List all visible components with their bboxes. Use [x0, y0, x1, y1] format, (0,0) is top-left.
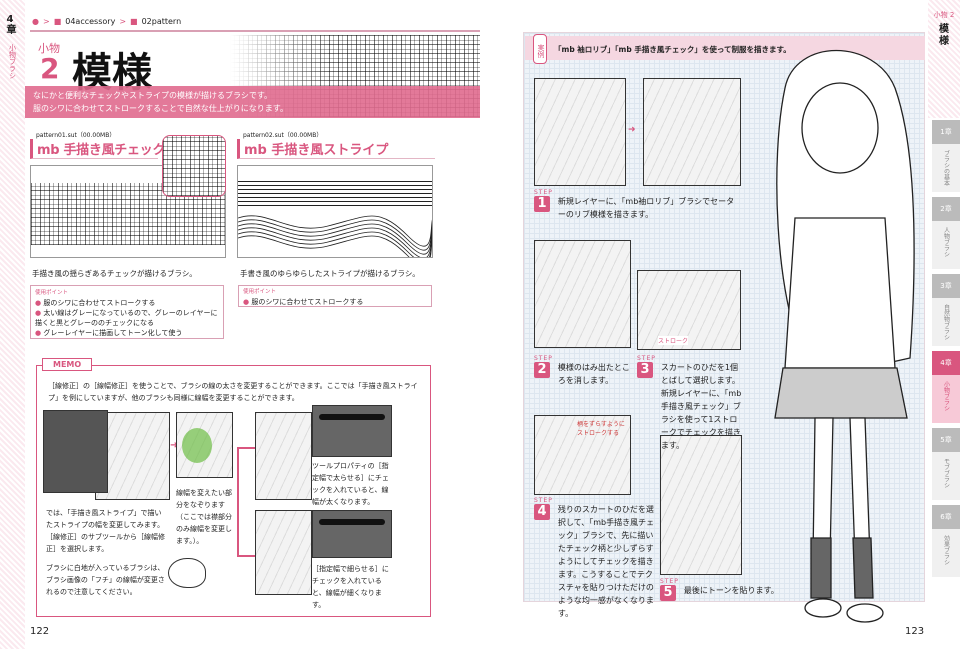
side-tab-label: 効果ブラシ [942, 535, 950, 565]
memo-box [36, 365, 431, 617]
divider [30, 30, 480, 32]
stripe-sample [237, 165, 433, 258]
folder-icon: ■ [130, 17, 138, 26]
memo-caption: ツールプロパティの［指定幅で太らせる］にチェックを入れていると、線幅が太くなりま… [312, 462, 389, 506]
check-zoom-detail [162, 135, 226, 197]
home-icon: ● [32, 17, 39, 26]
side-tab-chapter-5[interactable]: 5章モブブラシ [932, 428, 960, 500]
side-tab-chapter-3[interactable]: 3章自然物ブラシ [932, 274, 960, 346]
memo-caption: ［指定幅で細らせる］にチェックを入れていると、線幅が細くなります。 [312, 565, 389, 609]
rose-illustration [168, 558, 206, 588]
side-tab-number: 3章 [932, 274, 960, 298]
brush-card-stripe: pattern02.sut（00.00MB） mb 手描き風ストライプ [237, 130, 435, 159]
side-tab-label: 自然物ブラシ [942, 304, 950, 340]
memo-caption: 線幅を変えたい部分をなぞります（ここでは襟部分のみ線幅を変更します。）。 [176, 489, 232, 545]
example-title: 「mb 袖ロリブ」「mb 手描き風チェック」を使って制服を描きます。 [554, 45, 791, 54]
usage-title: 使用ポイント [35, 290, 69, 296]
side-tab-number: 5章 [932, 428, 960, 452]
brush-name: mb 手描き風ストライプ [237, 139, 435, 159]
annotation: ストローク [658, 336, 689, 345]
side-tab-chapter-1[interactable]: 1章ブラシの基本 [932, 120, 960, 192]
girl-illustration [774, 49, 915, 623]
section-category: 小物 [38, 42, 60, 55]
side-tab-label: 小物ブラシ [942, 381, 950, 411]
side-tab-chapter-4[interactable]: 4章小物ブラシ [932, 351, 960, 423]
chapter-label: 小物ブラシ [8, 44, 17, 79]
side-title: 模様 [939, 24, 949, 47]
annotation: 柄をずらすようにストロークする [577, 421, 625, 437]
intro-line: 服のシワに合わせてストロークすることで自然な仕上がりになります。 [33, 104, 288, 113]
usage-point: ● グレーレイヤーに描画してトーン化して使う [35, 329, 183, 337]
side-tab-number: 2章 [932, 197, 960, 221]
step5-image [660, 435, 742, 575]
side-tab-chapter-6[interactable]: 6章効果ブラシ [932, 505, 960, 577]
tool-property-panel [312, 405, 392, 457]
intro-band: なにかと便利なチェックやストライプの模様が描けるブラシです。 服のシワに合わせて… [25, 86, 480, 118]
file-name: pattern01.sut（00.00MB） [36, 132, 116, 139]
brush-description: 手書き風のゆらゆらしたストライプが描けるブラシ。 [240, 269, 420, 278]
side-tab-number: 4章 [932, 351, 960, 375]
brush-name: mb 手描き風チェック [30, 139, 165, 159]
brush-card-check: pattern01.sut（00.00MB） mb 手描き風チェック [30, 130, 165, 159]
memo-label: MEMO [42, 358, 93, 371]
step4-image: 柄をずらすようにストロークする [534, 415, 631, 495]
file-name: pattern02.sut（00.00MB） [243, 132, 323, 139]
arrow-icon: ➜ [170, 440, 179, 451]
usage-box: 使用ポイント ● 服のシワに合わせてストロークする ● 太い線はグレーになってい… [30, 285, 224, 339]
bracket-arrow [237, 447, 255, 557]
breadcrumb-folder: 04accessory [65, 17, 116, 26]
usage-point: ● 服のシワに合わせてストロークする [243, 298, 364, 306]
side-tab-number: 6章 [932, 505, 960, 529]
side-tab-chapter-2[interactable]: 2章人物ブラシ [932, 197, 960, 269]
usage-point: ● 太い線はグレーになっているので、グレーのレイヤーに描くと黒とグレーののチェッ… [35, 309, 218, 327]
arrow-icon: ➜ [628, 125, 636, 135]
step1-before-image [534, 78, 626, 186]
check-sample [30, 165, 226, 258]
usage-point: ● 服のシワに合わせてストロークする [35, 299, 156, 307]
step1-after-image [643, 78, 741, 186]
breadcrumb: ●> ■04accessory >■02pattern [32, 17, 182, 26]
breadcrumb-folder: 02pattern [141, 17, 182, 26]
step3-image: ストローク [637, 270, 741, 350]
side-tab-label: 人物ブラシ [942, 227, 950, 257]
usage-box: 使用ポイント ● 服のシワに合わせてストロークする [238, 285, 432, 307]
side-tab-label: ブラシの基本 [942, 150, 950, 186]
screenshot-thin [255, 510, 312, 595]
usage-title: 使用ポイント [243, 289, 277, 295]
side-header: 小物 2 模様 [928, 0, 960, 118]
section-number: 2 [40, 52, 60, 85]
side-tab-label: モブブラシ [942, 458, 950, 488]
memo-text: ［線修正］の［線幅修正］を使うことで、ブラシの線の太さを変更することができます。… [48, 382, 418, 402]
intro-line: なにかと便利なチェックやストライプの模様が描けるブラシです。 [33, 91, 273, 100]
folder-icon: ■ [53, 17, 62, 26]
page-number: 122 [30, 626, 50, 637]
tool-property-panel [312, 510, 392, 558]
subtool-panel [43, 410, 108, 493]
step2-image [534, 240, 631, 348]
memo-caption: ブラシに白地が入っているブラシは、ブラシ画像の「フチ」の線幅が変更されるので注意… [46, 564, 165, 596]
screenshot-thick [255, 412, 312, 500]
page-number: 123 [905, 626, 925, 637]
brush-description: 手描き風の揺らぎあるチェックが描けるブラシ。 [32, 269, 197, 278]
example-badge: 実例 [533, 34, 547, 64]
chapter-tab-left: 4章 小物ブラシ [0, 0, 25, 649]
memo-caption: では、「手描き風ストライプ」で描いたストライプの幅を変更してみます。［線修正］の… [46, 509, 165, 553]
chapter-number: 4章 [6, 14, 17, 36]
side-tab-number: 1章 [932, 120, 960, 144]
screenshot-trace [176, 412, 233, 478]
